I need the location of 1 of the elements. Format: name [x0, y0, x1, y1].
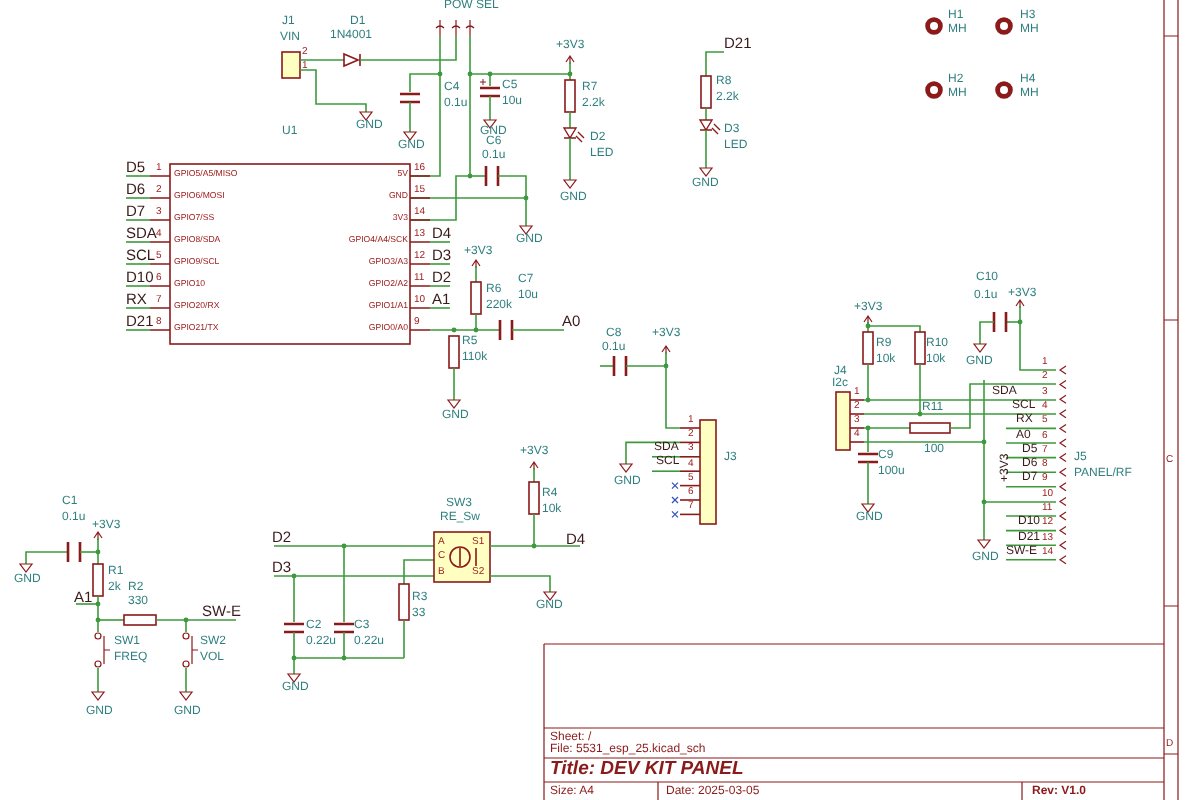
title-text: Title: DEV KIT PANEL — [550, 760, 744, 779]
